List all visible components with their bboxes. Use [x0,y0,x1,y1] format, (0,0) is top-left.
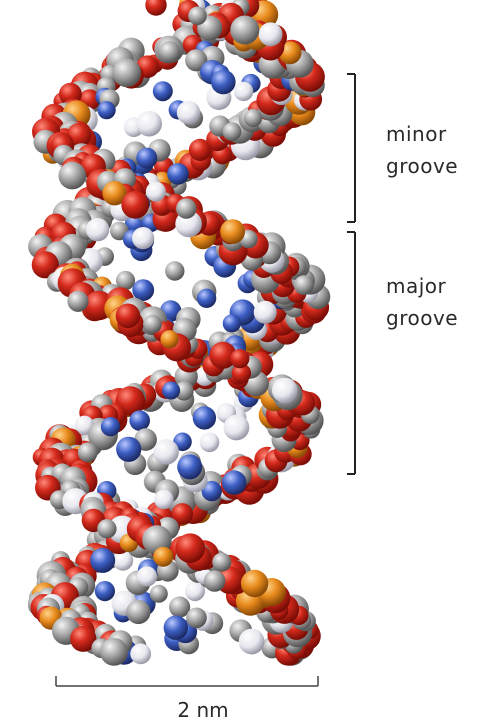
atom-sphere [188,7,207,26]
scale-label: 2 nm [158,698,248,722]
atom-sphere [234,82,253,101]
minor-groove-label-line1: minor [386,118,458,150]
atom-sphere [78,442,98,462]
atom-sphere [259,22,283,46]
atom-sphere [193,406,216,429]
major-groove-bracket [347,232,355,474]
atom-sphere [220,219,245,244]
atom-sphere [167,163,189,185]
atom-sphere [132,227,154,249]
atom-sphere [153,547,173,567]
atom-sphere [67,291,88,312]
atom-sphere [224,415,250,441]
scale-bar [56,676,318,686]
atom-sphere [200,433,220,453]
atom-sphere [132,279,154,301]
atom-sphere [145,0,166,16]
atom-sphere [98,101,116,119]
atom-sphere [146,182,166,202]
atom-sphere [100,638,128,666]
minor-groove-bracket [347,74,355,222]
atom-sphere [150,585,168,603]
atom-sphere [239,629,265,655]
atom-sphere [165,261,184,280]
atom-sphere [211,70,236,95]
atom-sphere [186,608,207,629]
atom-sphere [160,330,178,348]
atom-sphere [241,570,268,597]
atom-sphere [230,349,249,368]
atom-sphere [86,218,109,241]
atom-sphere [59,162,87,190]
atom-sphere [97,519,116,538]
atom-sphere [143,315,162,334]
atom-sphere [162,382,180,400]
atom-sphere [112,59,141,88]
atom-sphere [294,275,314,295]
atom-sphere [177,454,202,479]
minor-groove-label: minor groove [386,118,458,182]
atom-spheres [28,0,330,666]
atom-sphere [176,198,196,218]
atom-sphere [153,81,173,101]
atom-sphere [129,410,150,431]
major-groove-label-line1: major [386,270,458,302]
atom-sphere [230,16,259,45]
atom-sphere [177,101,200,124]
atom-sphere [272,378,298,404]
major-groove-label: major groove [386,270,458,334]
atom-sphere [101,417,120,436]
atom-sphere [175,533,205,563]
atom-sphere [159,41,180,62]
atom-sphere [116,437,141,462]
atom-sphere [121,191,149,219]
atom-sphere [95,581,115,601]
atom-sphere [136,111,162,137]
atom-sphere [222,470,246,494]
atom-sphere [223,314,241,332]
atom-sphere [136,148,157,169]
atom-sphere [126,600,150,624]
atom-sphere [212,553,231,572]
atom-sphere [154,490,174,510]
atom-sphere [197,289,216,308]
major-groove-label-line2: groove [386,302,458,334]
atom-sphere [137,566,157,586]
atom-sphere [223,122,242,141]
atom-sphere [116,304,141,329]
minor-groove-label-line2: groove [386,150,458,182]
atom-sphere [153,439,179,465]
atom-sphere [244,109,262,127]
atom-sphere [254,301,277,324]
atom-sphere [164,616,188,640]
atom-sphere [204,570,226,592]
atom-sphere [130,643,151,664]
